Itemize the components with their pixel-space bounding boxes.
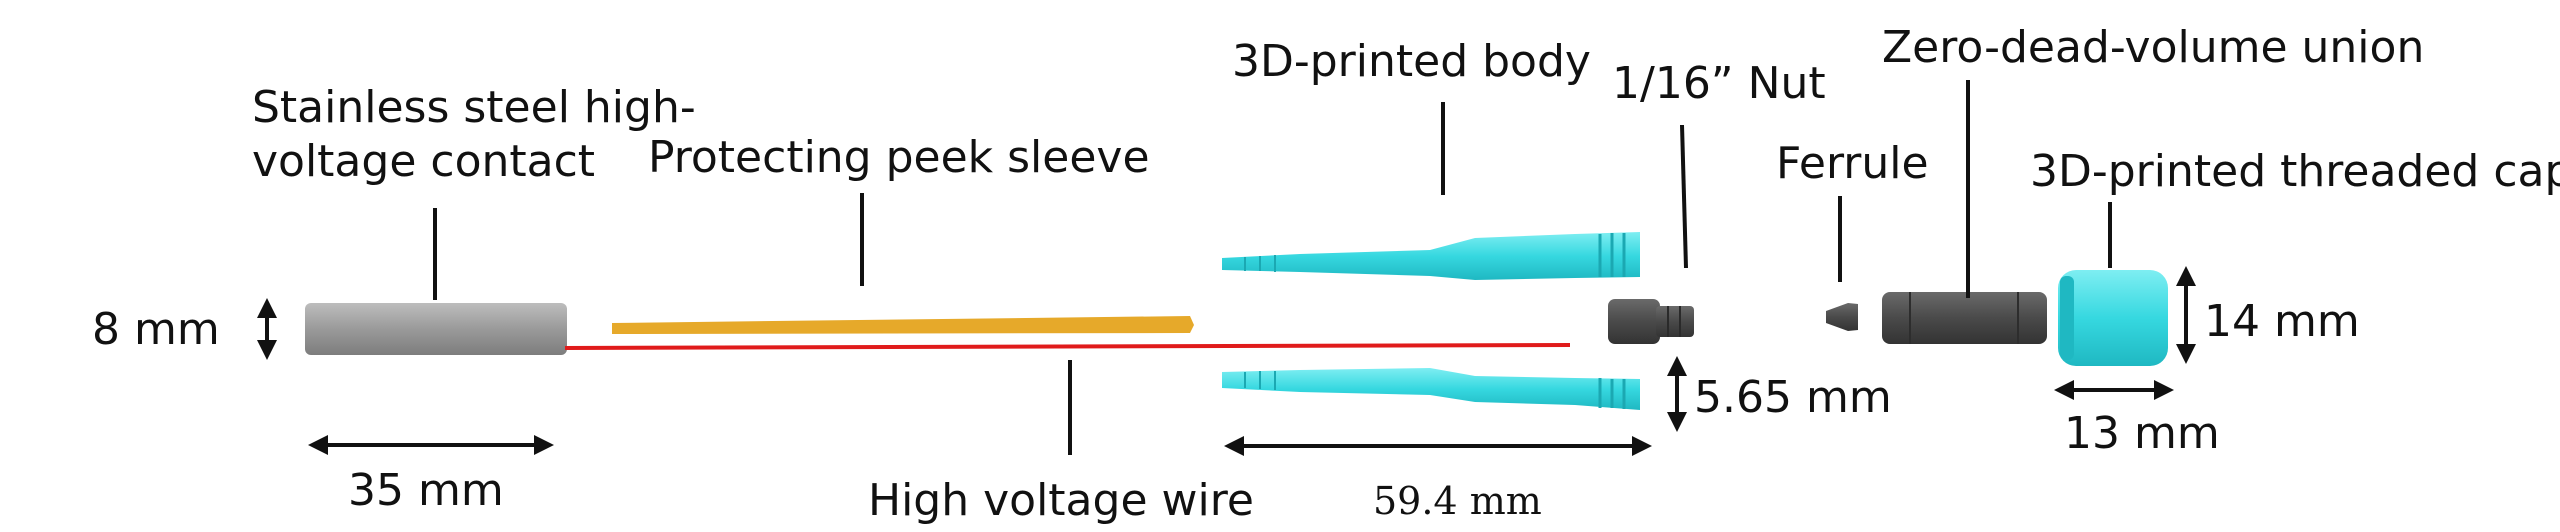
sleeve-label: Protecting peek sleeve bbox=[648, 132, 1150, 183]
printed-body-top bbox=[1222, 232, 1640, 280]
body-length-label: 59.4 mm bbox=[1373, 479, 1542, 523]
steel-contact bbox=[305, 303, 567, 355]
high-voltage-wire bbox=[564, 343, 1571, 350]
nut-leader bbox=[1680, 124, 1688, 269]
threaded-cap bbox=[2058, 270, 2168, 366]
ferrule-label: Ferrule bbox=[1776, 138, 1929, 189]
cap-label: 3D-printed threaded cap bbox=[2030, 146, 2560, 197]
peek-sleeve bbox=[612, 316, 1194, 334]
printed-body-bottom bbox=[1222, 368, 1640, 410]
contact-length-label: 35 mm bbox=[348, 465, 504, 516]
cap-length-label: 13 mm bbox=[2064, 408, 2220, 459]
wire-label: High voltage wire bbox=[868, 475, 1254, 526]
nut bbox=[1608, 299, 1694, 344]
contact-diameter-label: 8 mm bbox=[92, 304, 220, 355]
contact-label-line2: voltage contact bbox=[252, 136, 595, 187]
nut-label: 1/16” Nut bbox=[1612, 58, 1826, 109]
zdv-union bbox=[1882, 292, 2047, 344]
ferrule bbox=[1826, 303, 1858, 331]
body-label: 3D-printed body bbox=[1232, 36, 1591, 87]
cap-diameter-label: 14 mm bbox=[2204, 296, 2360, 347]
contact-label-line1: Stainless steel high- bbox=[252, 82, 696, 133]
body-width-label: 5.65 mm bbox=[1694, 372, 1892, 423]
union-label: Zero-dead-volume union bbox=[1882, 22, 2424, 73]
